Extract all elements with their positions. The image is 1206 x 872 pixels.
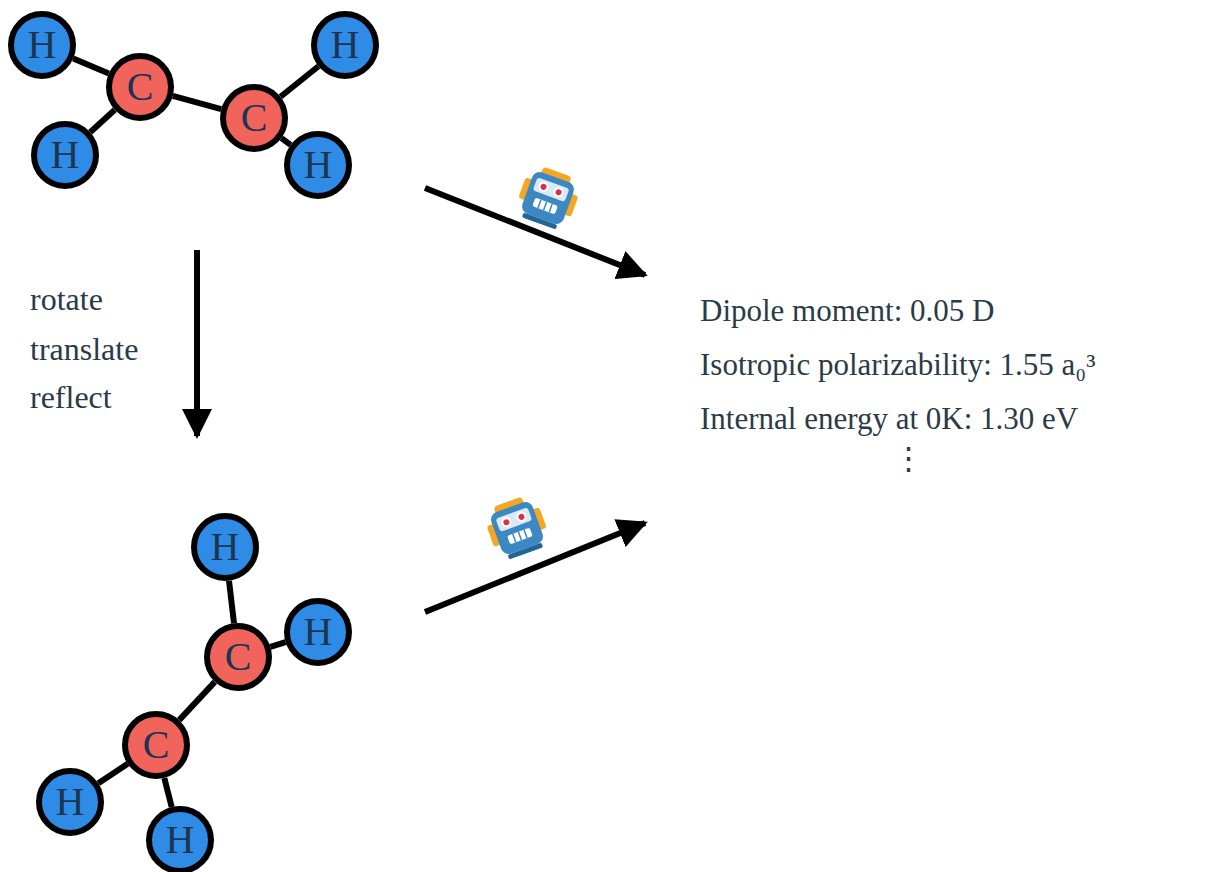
property-label: Dipole moment: 0.05 D	[700, 292, 994, 329]
atom-symbol: H	[29, 119, 101, 191]
atom-symbol: C	[218, 82, 290, 154]
chemical-bond	[229, 581, 234, 623]
atom-symbol: H	[6, 9, 78, 81]
atom-circle: H	[6, 9, 78, 81]
atom-circle: C	[202, 621, 274, 693]
atom-circle: H	[29, 119, 101, 191]
atom-symbol: C	[202, 621, 274, 693]
transform-arrow	[194, 250, 200, 436]
chemical-bond	[270, 642, 285, 647]
chemical-bond	[179, 682, 215, 720]
atom-symbol: H	[309, 9, 381, 81]
chemical-bond	[281, 66, 319, 96]
atom-symbol: H	[144, 804, 216, 872]
transform-label: rotate	[30, 280, 103, 318]
atom-circle: H	[34, 766, 106, 838]
atom-symbol: H	[282, 129, 354, 201]
chemical-bond	[90, 110, 115, 132]
chemical-bond	[164, 778, 171, 807]
property-label: ⋮	[893, 440, 924, 477]
atom-circle: C	[218, 82, 290, 154]
chemical-bond	[281, 138, 290, 145]
atom-symbol: H	[282, 596, 354, 668]
chemical-bond	[73, 58, 108, 73]
chemical-bond	[98, 764, 127, 783]
transform-label: reflect	[30, 378, 112, 416]
atom-circle: H	[282, 129, 354, 201]
atom-circle: H	[189, 511, 261, 583]
atom-circle: H	[282, 596, 354, 668]
property-label: Internal energy at 0K: 1.30 eV	[700, 400, 1078, 437]
atom-symbol: H	[34, 766, 106, 838]
atom-circle: H	[144, 804, 216, 872]
atom-symbol: C	[104, 51, 176, 123]
atom-symbol: C	[120, 709, 192, 781]
robot-icon	[512, 162, 583, 233]
atom-circle: H	[309, 9, 381, 81]
chemical-bond	[173, 96, 221, 109]
atom-circle: C	[104, 51, 176, 123]
transform-label: translate	[30, 330, 138, 368]
robot-icon	[481, 492, 552, 563]
atom-circle: C	[120, 709, 192, 781]
atom-symbol: H	[189, 511, 261, 583]
property-label: Isotropic polarizability: 1.55 a₀³	[700, 346, 1095, 383]
